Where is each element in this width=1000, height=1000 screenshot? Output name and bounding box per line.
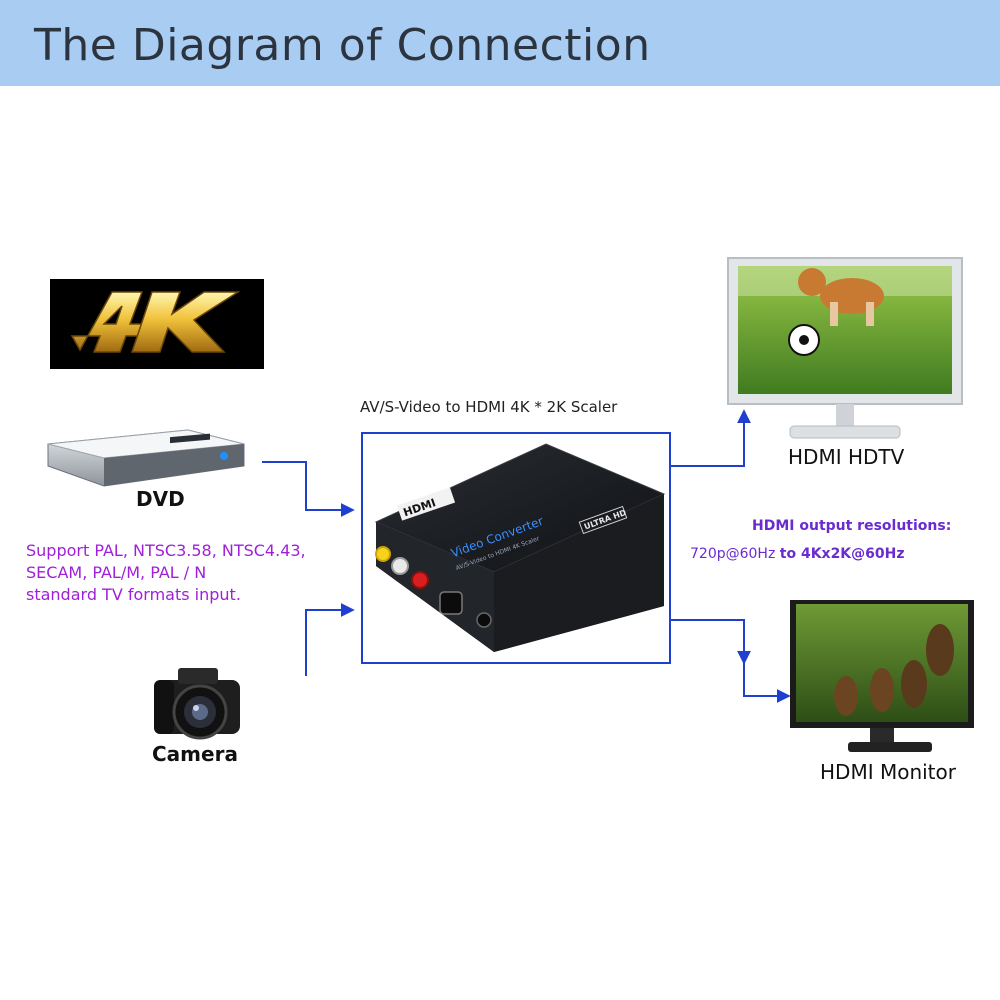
tv-icon [727, 257, 963, 439]
white-rca-icon [391, 557, 409, 575]
dog-figure [820, 278, 884, 314]
monitor-label: HDMI Monitor [820, 760, 956, 784]
dvd-to-converter-arrow [262, 461, 355, 517]
range-from: 720p@60Hz [690, 546, 776, 562]
converter-to-hdtv-arrow [670, 409, 751, 467]
input-formats-line: standard TV formats input. [26, 585, 241, 604]
dvd-player-icon [47, 429, 245, 487]
converter-to-monitor-arrow [670, 619, 751, 665]
camera-label: Camera [152, 742, 238, 766]
camera-icon [154, 668, 240, 740]
header-bar [0, 0, 1000, 86]
logo-4-glyph [70, 291, 147, 353]
converter-device-icon [374, 443, 666, 652]
monitor-icon [790, 600, 974, 752]
monitor-input-arrow [743, 654, 791, 703]
range-to: to 4Kx2K@60Hz [779, 546, 905, 562]
bear-figure [834, 676, 858, 716]
red-rca-icon [411, 571, 429, 589]
yellow-rca-icon [375, 546, 391, 562]
hdtv-label: HDMI HDTV [788, 445, 905, 469]
hdmi-brand-plate [396, 487, 456, 521]
input-formats-line: Support PAL, NTSC3.58, NTSC4.43, [26, 541, 306, 560]
ultrahd-badge-outline [578, 505, 628, 535]
converter-frame [361, 432, 671, 664]
s-video-port-icon [439, 591, 463, 615]
input-formats-text: Support PAL, NTSC3.58, NTSC4.43, SECAM, … [26, 540, 306, 606]
output-resolutions-range: 720p@60Hz to 4Kx2K@60Hz [690, 546, 905, 562]
dvd-label: DVD [136, 487, 185, 511]
camera-to-converter-arrow [305, 603, 355, 676]
page-title: The Diagram of Connection [34, 20, 651, 71]
converter-caption: AV/S-Video to HDMI 4K * 2K Scaler [360, 398, 618, 416]
output-resolutions-title: HDMI output resolutions: [752, 518, 952, 534]
logo-4k [50, 279, 264, 369]
power-port-icon [476, 612, 492, 628]
logo-k-glyph [130, 291, 241, 353]
input-formats-line: SECAM, PAL/M, PAL / N [26, 563, 207, 582]
